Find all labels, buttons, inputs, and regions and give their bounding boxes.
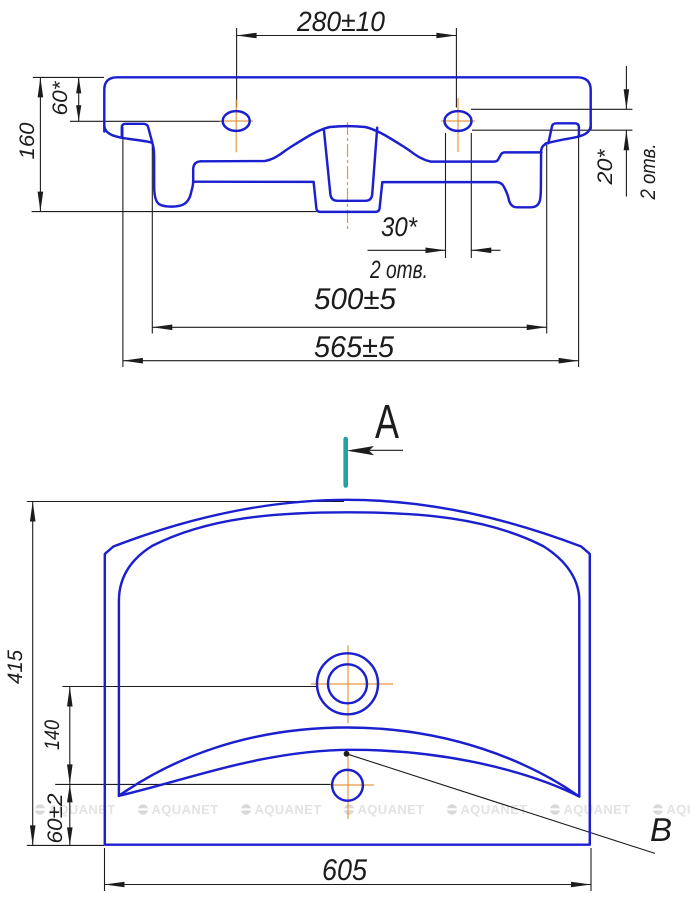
svg-text:AQUANET: AQUANET	[255, 802, 322, 817]
svg-text:AQUANET: AQUANET	[564, 802, 631, 817]
svg-text:60*: 60*	[49, 81, 72, 116]
svg-text:565±5: 565±5	[314, 331, 394, 364]
svg-text:AQUANET: AQUANET	[667, 802, 690, 817]
svg-text:280±10: 280±10	[296, 6, 385, 37]
svg-text:140: 140	[41, 720, 64, 750]
svg-text:2 отв.: 2 отв.	[369, 256, 428, 284]
svg-text:В: В	[650, 811, 672, 848]
svg-text:А: А	[375, 396, 399, 449]
svg-text:20*: 20*	[594, 149, 617, 186]
svg-text:30*: 30*	[381, 212, 418, 242]
svg-text:60±2: 60±2	[44, 793, 67, 843]
svg-text:AQUANET: AQUANET	[49, 802, 116, 817]
svg-text:500±5: 500±5	[314, 283, 396, 316]
svg-text:160: 160	[16, 122, 39, 159]
svg-text:AQUANET: AQUANET	[358, 802, 425, 817]
svg-text:605: 605	[322, 854, 367, 887]
svg-text:415: 415	[4, 650, 27, 684]
svg-text:AQUANET: AQUANET	[152, 802, 219, 817]
svg-text:AQUANET: AQUANET	[461, 802, 528, 817]
svg-text:2 отв.: 2 отв.	[637, 144, 660, 201]
